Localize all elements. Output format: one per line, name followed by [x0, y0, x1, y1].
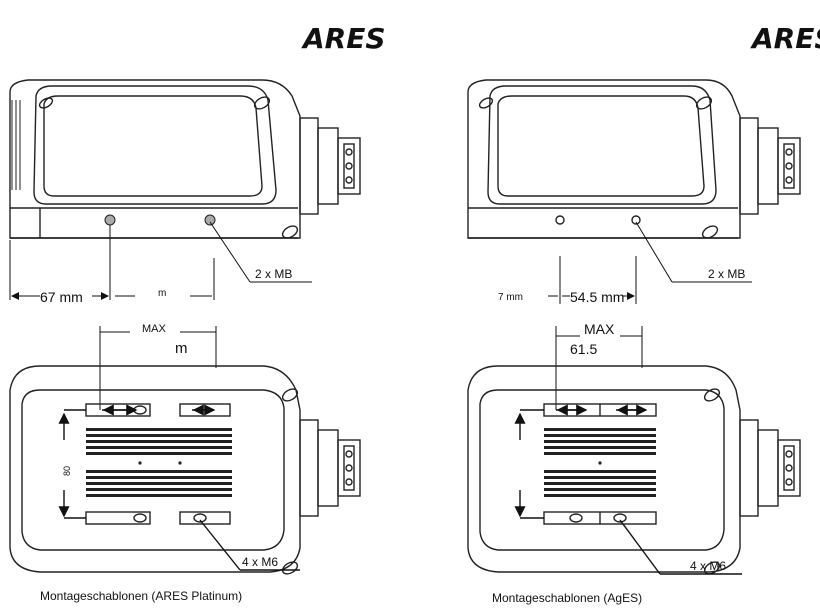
right-dim-length-b: 54.5 mm — [570, 289, 624, 305]
right-caption: Montageschablonen (AgES) — [492, 591, 642, 605]
left-top-dimension-lines — [9, 221, 312, 300]
right-callout-top-screws: 2 x MB — [708, 267, 745, 281]
left-bottom-arrows — [58, 404, 300, 571]
right-dim-length-a: 7 mm — [498, 292, 523, 303]
left-max-value: m — [175, 340, 188, 357]
right-cooling-ribs — [544, 428, 656, 497]
right-top-view — [467, 79, 801, 239]
left-vertical-dimension: 80 — [62, 466, 72, 476]
right-callout-bottom-screws: 4 x M6 — [690, 559, 726, 573]
left-caption: Montageschablonen (ARES Platinum) — [40, 589, 242, 603]
right-max-dimension-lines — [555, 326, 643, 410]
left-max-dimension-lines — [99, 326, 217, 410]
right-top-dimension-lines — [548, 221, 752, 304]
left-callout-bottom-screws: 4 x M6 — [242, 555, 278, 569]
right-brand-logo: ARES — [750, 22, 820, 55]
left-dim-length-a: 67 mm — [40, 289, 83, 305]
right-bottom-arrows — [514, 404, 742, 575]
right-max-label: MAX — [584, 321, 615, 337]
left-brand-logo: ARES — [301, 22, 386, 55]
left-dim-length-b: m — [158, 288, 166, 299]
left-panel: ARES — [9, 22, 386, 603]
left-cooling-ribs — [86, 428, 232, 497]
left-bottom-view — [9, 365, 361, 575]
left-callout-top-screws: 2 x MB — [255, 267, 292, 281]
left-top-mount-holes — [104, 214, 216, 226]
right-panel: ARES 7 mm 54.5 mm — [467, 22, 820, 605]
left-top-view — [9, 79, 361, 239]
left-max-label: MAX — [142, 323, 167, 335]
right-max-value: 61.5 — [570, 341, 597, 357]
